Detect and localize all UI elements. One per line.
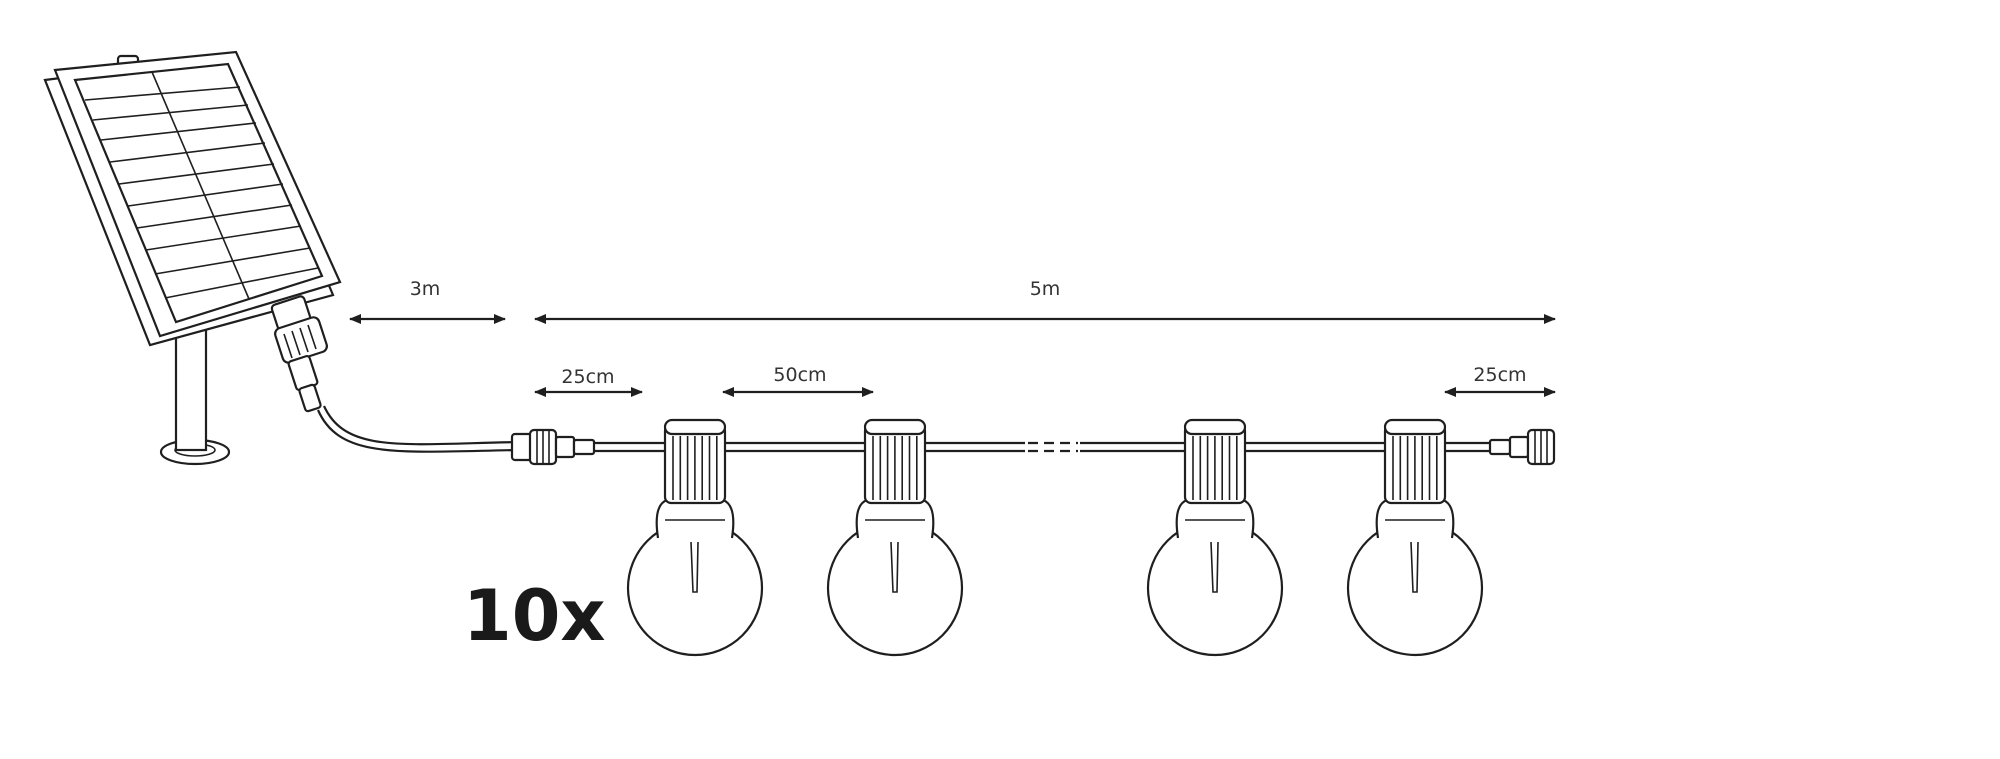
ground-stake bbox=[159, 316, 231, 466]
panel-connector bbox=[270, 295, 328, 413]
string-connector-end bbox=[1488, 428, 1556, 466]
dimension-label-50cm: 50cm bbox=[773, 364, 826, 386]
solar-cells bbox=[84, 71, 319, 300]
bulb-count-label: 10x bbox=[463, 575, 606, 657]
dimension-label-3m: 3m bbox=[410, 278, 441, 300]
string-connector-start bbox=[510, 428, 596, 466]
dimension-label-25cm-end: 25cm bbox=[1473, 364, 1526, 386]
main-wire bbox=[594, 441, 1490, 453]
dimension-label-25cm-start: 25cm bbox=[561, 366, 614, 388]
dimension-label-5m: 5m bbox=[1030, 278, 1061, 300]
bulb-icon bbox=[1346, 418, 1484, 657]
bulb-icon bbox=[626, 418, 764, 657]
solar-panel-icon bbox=[43, 50, 342, 466]
solar-cable bbox=[316, 409, 521, 453]
bulb-icon bbox=[1146, 418, 1284, 657]
bulb-icon bbox=[826, 418, 964, 657]
bulbs-group bbox=[626, 418, 1484, 657]
